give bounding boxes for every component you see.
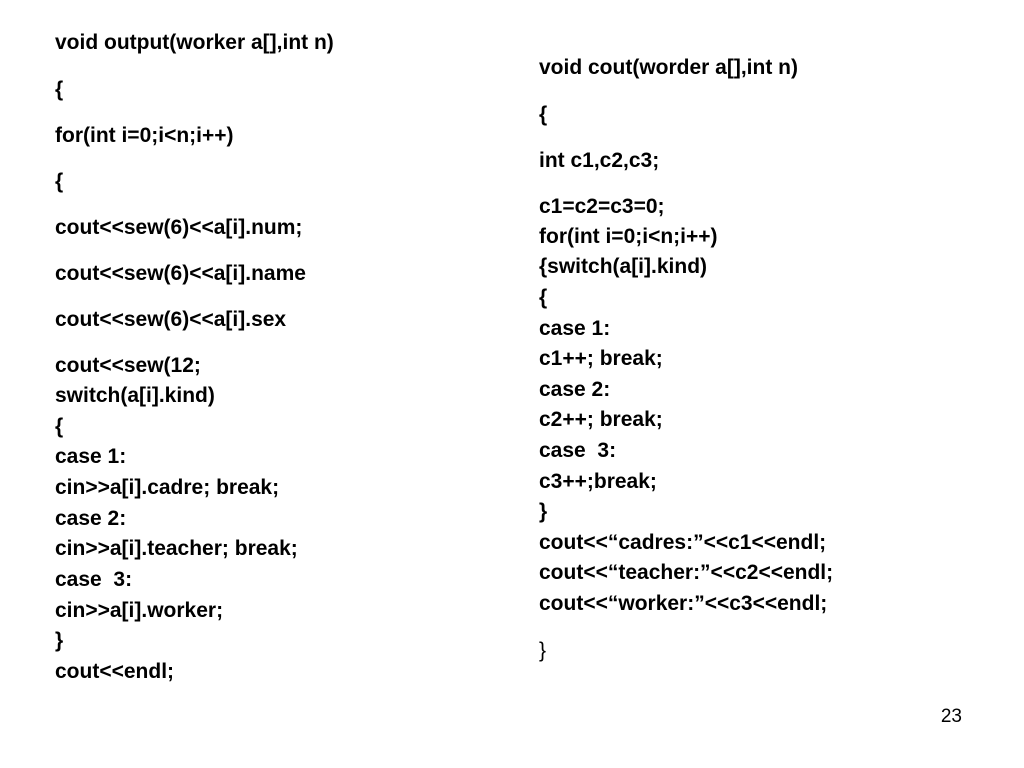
left-code-line: for(int i=0;i<n;i++) xyxy=(55,124,234,147)
right-code-line: c1=c2=c3=0; xyxy=(539,195,665,218)
left-code-line: cout<<endl; xyxy=(55,660,175,683)
left-code-line: cin>>a[i].cadre; break; xyxy=(55,476,280,499)
left-code-line: case 3: xyxy=(55,568,133,591)
right-code-line: { xyxy=(539,286,548,309)
left-code-line: void output(worker a[],int n) xyxy=(55,31,334,54)
right-code-line: cout<<“worker:”<<c3<<endl; xyxy=(539,592,828,615)
right-code-line: for(int i=0;i<n;i++) xyxy=(539,225,718,248)
right-code-line: { xyxy=(539,103,548,126)
left-code-line: { xyxy=(55,170,64,193)
left-code-line: cout<<sew(6)<<a[i].name xyxy=(55,262,306,285)
right-code-line: int c1,c2,c3; xyxy=(539,149,660,172)
left-code-line: { xyxy=(55,415,64,438)
right-code-line: {switch(a[i].kind) xyxy=(539,255,708,278)
left-code-line: case 1: xyxy=(55,445,127,468)
right-code-line: c1++; break; xyxy=(539,347,663,370)
left-code-line: cout<<sew(6)<<a[i].num; xyxy=(55,216,303,239)
left-code-line: case 2: xyxy=(55,507,127,530)
left-code-line: cin>>a[i].teacher; break; xyxy=(55,537,298,560)
page-number: 23 xyxy=(940,706,962,727)
right-code-line: case 1: xyxy=(539,317,611,340)
right-code-line: cout<<“cadres:”<<c1<<endl; xyxy=(539,531,827,554)
right-code-line: } xyxy=(539,639,547,662)
left-code-line: switch(a[i].kind) xyxy=(55,384,215,407)
right-code-line: void cout(worder a[],int n) xyxy=(539,56,798,79)
left-code-line: } xyxy=(55,629,64,652)
right-code-line: case 2: xyxy=(539,378,611,401)
right-code-line: c2++; break; xyxy=(539,408,663,431)
left-code-line: { xyxy=(55,78,64,101)
left-code-line: cout<<sew(12; xyxy=(55,354,201,377)
right-code-line: case 3: xyxy=(539,439,617,462)
right-code-line: cout<<“teacher:”<<c2<<endl; xyxy=(539,561,834,584)
left-code-line: cin>>a[i].worker; xyxy=(55,599,224,622)
left-code-line: cout<<sew(6)<<a[i].sex xyxy=(55,308,287,331)
right-code-line: c3++;break; xyxy=(539,470,657,493)
right-code-line: } xyxy=(539,500,548,523)
